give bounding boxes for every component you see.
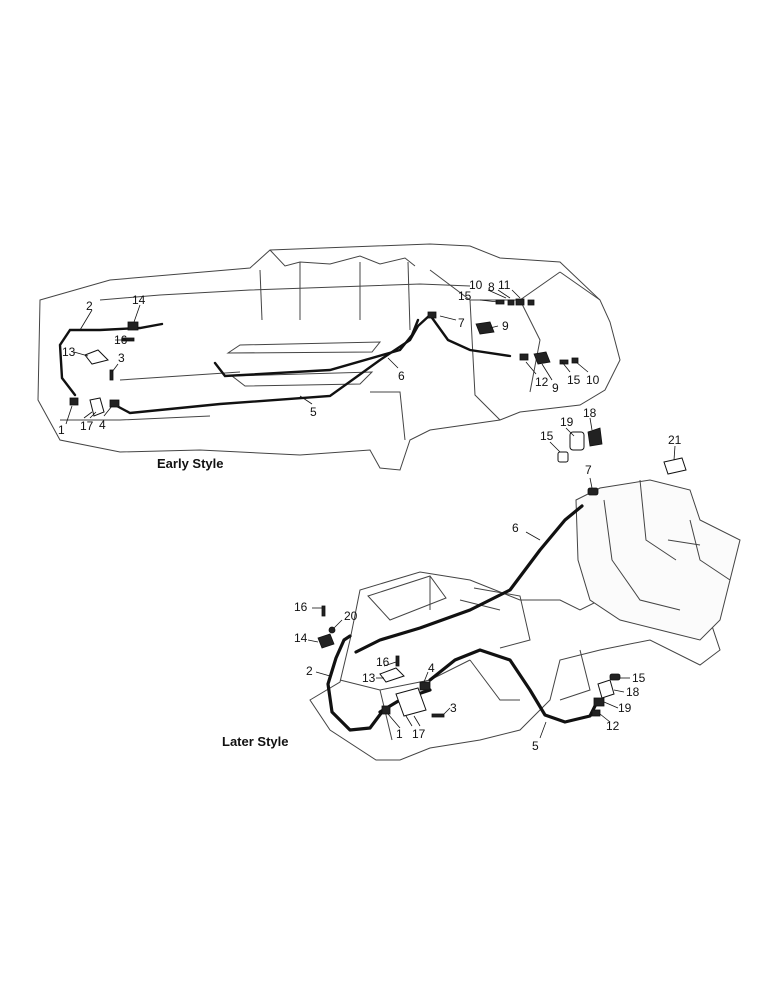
- later-callout: 16: [294, 600, 308, 614]
- early-line-2: [58, 322, 164, 397]
- later-callout: 6: [512, 521, 519, 535]
- later-fitting-14: [317, 633, 335, 649]
- early-fitting-10b: [571, 357, 579, 364]
- early-fitting-4: [109, 399, 120, 408]
- later-callout: 21: [668, 433, 682, 447]
- early-callout: 1: [58, 423, 65, 437]
- later-hose-6: [354, 504, 584, 654]
- early-bolt-3: [109, 369, 114, 381]
- later-callout: 7: [585, 463, 592, 477]
- early-bracket-17: [89, 397, 105, 417]
- early-callout: 10: [469, 278, 483, 292]
- early-leaders: [65, 289, 589, 425]
- later-bolt-16a: [321, 605, 326, 617]
- early-callout: 8: [488, 280, 495, 294]
- later-style-title: Later Style: [222, 734, 288, 749]
- later-coupler-19b: [593, 697, 605, 707]
- later-fittings: [317, 427, 687, 718]
- early-callout: 12: [535, 375, 549, 389]
- early-callout: 10: [586, 373, 600, 387]
- later-fitting-4: [419, 681, 431, 691]
- later-callout: 3: [450, 701, 457, 715]
- later-callout: 18: [583, 406, 597, 420]
- later-callout: 16: [376, 655, 390, 669]
- early-fitting-14: [127, 321, 139, 331]
- later-bracket-13: [379, 667, 405, 683]
- later-cab: [575, 479, 741, 641]
- early-callout: 15: [458, 289, 472, 303]
- later-fitting-1: [381, 705, 391, 715]
- early-hydraulic-lines: [58, 313, 512, 415]
- early-callout: 16: [114, 333, 128, 347]
- early-valve-9b: [533, 351, 551, 365]
- early-callout: 11: [498, 278, 511, 292]
- early-style-view: 10 8 11 15 2 14 7 9 16 13 3 6 12 15 10 5…: [37, 243, 621, 471]
- early-fitting-12: [519, 353, 529, 361]
- later-callout: 5: [532, 739, 539, 753]
- later-style-view: 15 19 18 21 7 6 16 20 14 16 2 13 4 3 15 …: [222, 406, 741, 761]
- later-leaders: [307, 417, 676, 739]
- early-callout: 9: [502, 319, 509, 333]
- later-coupler-18b: [597, 679, 615, 699]
- later-coupler-18a: [587, 427, 603, 447]
- later-washer-20: [328, 626, 336, 634]
- early-fitting-8: [507, 299, 515, 306]
- early-fittings: [69, 298, 579, 417]
- early-bolt-16: [121, 337, 135, 342]
- later-cap-21: [663, 457, 687, 475]
- later-callout: 15: [632, 671, 646, 685]
- later-callout: 15: [540, 429, 554, 443]
- later-bracket-17: [395, 687, 427, 717]
- later-bolt-16b: [395, 655, 400, 667]
- early-callout: 17: [80, 419, 94, 433]
- later-callout: 14: [294, 631, 308, 645]
- early-fitting-1: [69, 397, 79, 406]
- later-callout: 19: [618, 701, 632, 715]
- early-fitting-15b: [559, 359, 569, 365]
- later-hydraulic-hoses: [326, 504, 600, 732]
- early-callout: 3: [118, 351, 125, 365]
- early-valve-9a: [475, 321, 495, 335]
- early-style-title: Early Style: [157, 456, 224, 471]
- early-callout: 7: [458, 316, 465, 330]
- early-callout: 6: [398, 369, 405, 383]
- early-line-6: [213, 318, 420, 378]
- later-fitting-15b: [609, 673, 621, 681]
- later-fitting-15a: [557, 451, 569, 463]
- later-coupler-19a: [569, 431, 585, 451]
- early-callout: 5: [310, 405, 317, 419]
- early-bracket-13: [84, 349, 109, 365]
- later-fitting-7: [587, 487, 599, 496]
- early-callout: 2: [86, 299, 93, 313]
- later-fitting-12: [591, 709, 601, 717]
- later-callout: 4: [428, 661, 435, 675]
- later-callout: 19: [560, 415, 574, 429]
- later-bolt-3: [431, 713, 445, 718]
- later-callout: 20: [344, 609, 358, 623]
- early-fitting-10: [527, 299, 535, 306]
- later-callout: 18: [626, 685, 640, 699]
- early-callout: 4: [99, 418, 106, 432]
- early-frame: [37, 243, 621, 471]
- later-hose-5: [428, 648, 600, 724]
- later-callout: 17: [412, 727, 426, 741]
- early-line-7: [428, 313, 512, 358]
- early-fitting-11: [515, 298, 525, 306]
- later-callout: 12: [606, 719, 620, 733]
- early-callout: 15: [567, 373, 581, 387]
- early-line-5: [113, 313, 432, 415]
- later-callout: 13: [362, 671, 376, 685]
- later-callout: 1: [396, 727, 403, 741]
- early-fitting-7: [427, 311, 437, 319]
- early-callout: 13: [62, 345, 76, 359]
- later-callout: 2: [306, 664, 313, 678]
- later-frame: [309, 479, 741, 761]
- early-callouts: 10 8 11 15 2 14 7 9 16 13 3 6 12 15 10 5…: [58, 278, 600, 437]
- early-callout: 14: [132, 293, 146, 307]
- later-hose-2: [326, 634, 384, 732]
- early-callout: 9: [552, 381, 559, 395]
- later-callouts: 15 19 18 21 7 6 16 20 14 16 2 13 4 3 15 …: [294, 406, 682, 753]
